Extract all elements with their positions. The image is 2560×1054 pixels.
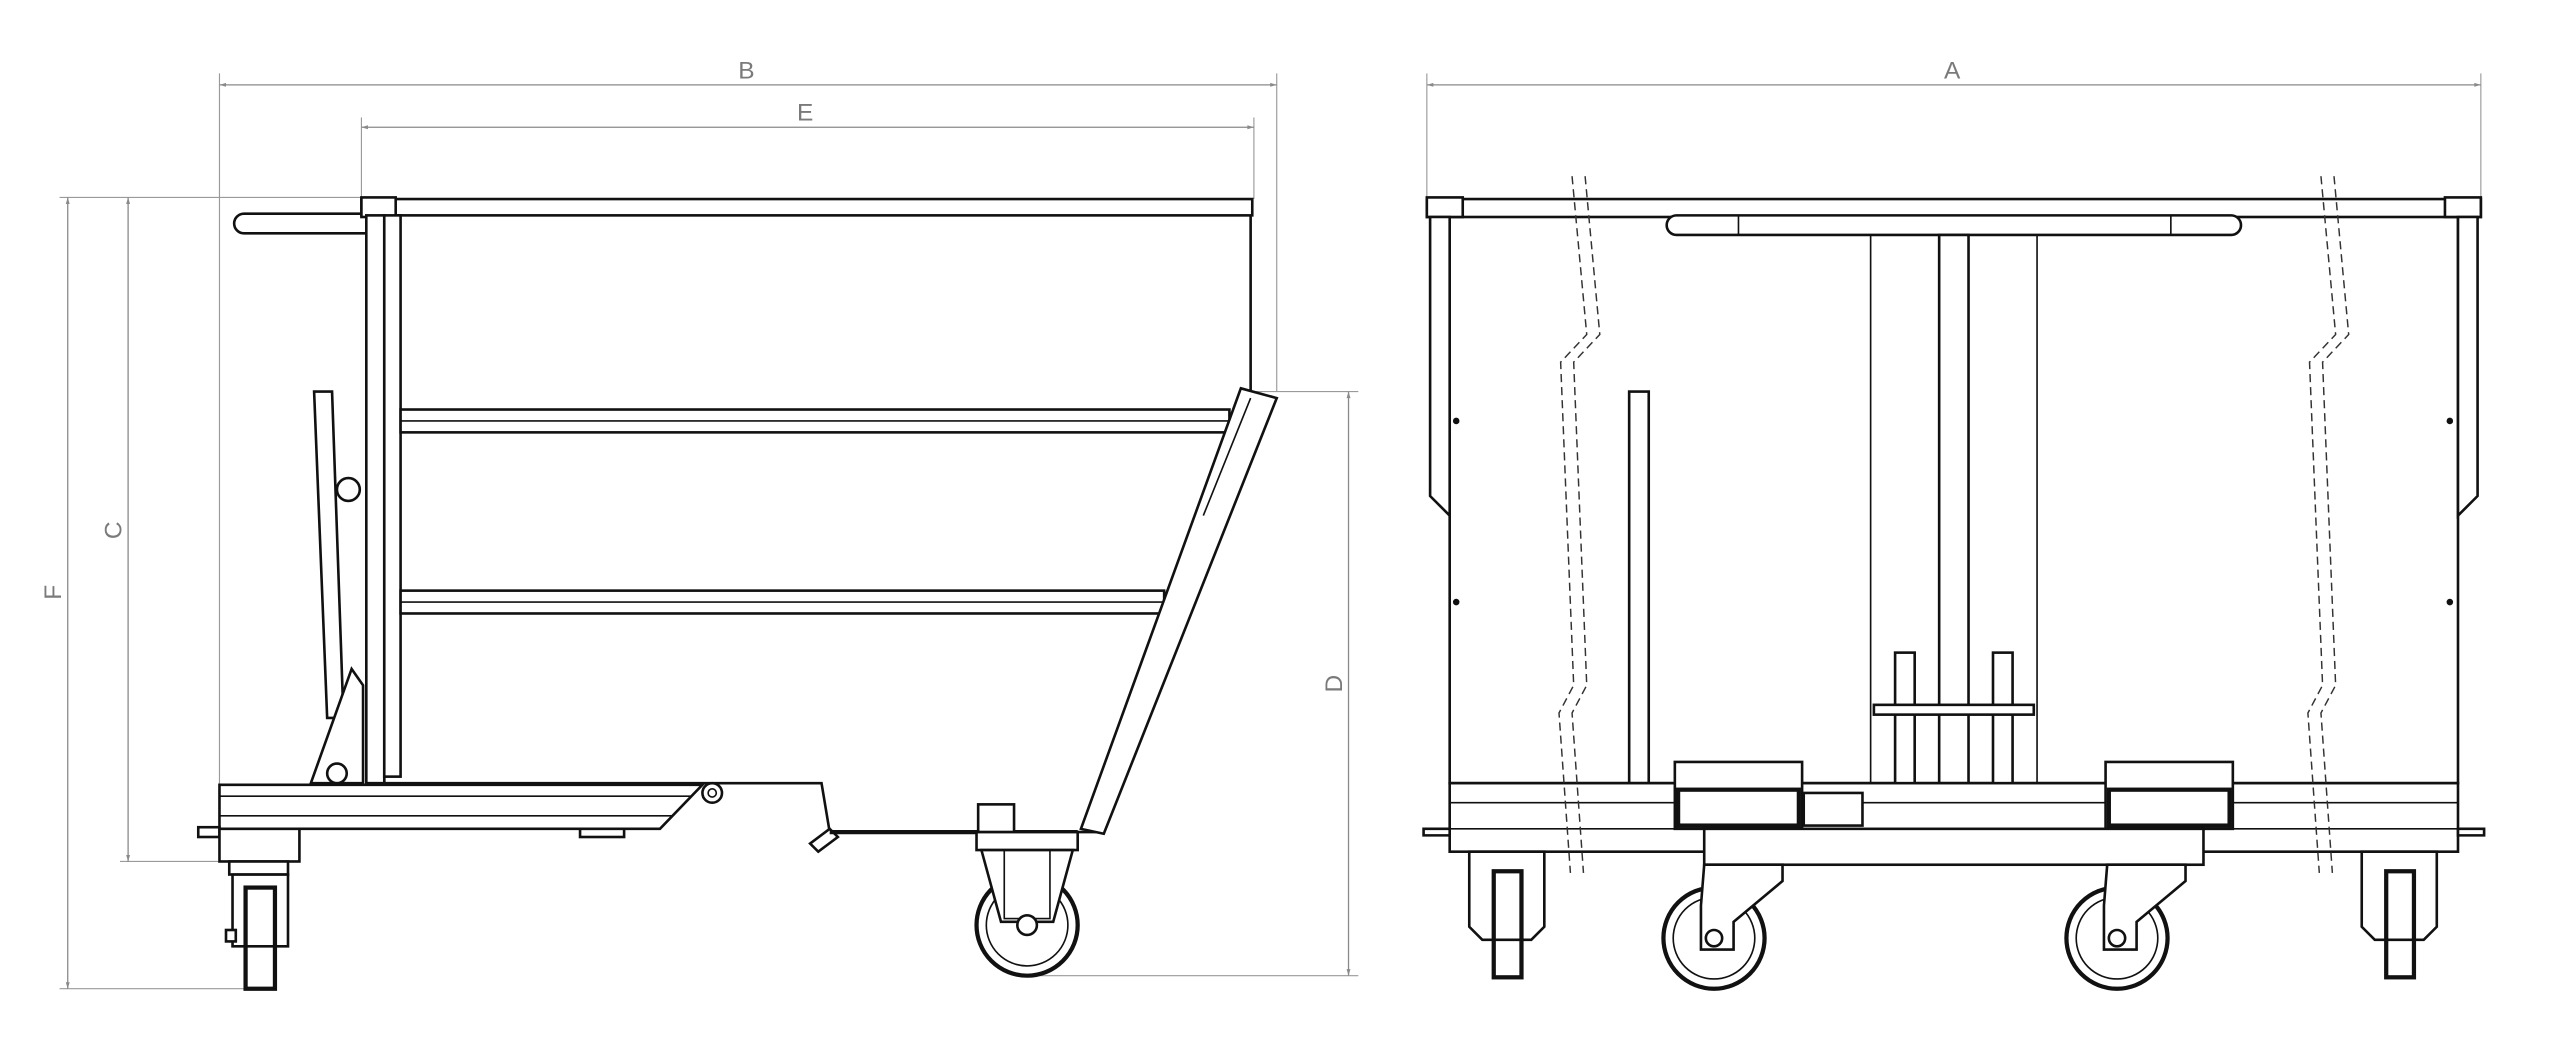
front-slant-panel: [1079, 386, 1279, 836]
dimension-label-e: E: [797, 100, 813, 127]
rear-post: [365, 214, 386, 785]
left-post: [1428, 215, 1451, 519]
base-frame: [218, 783, 706, 831]
handle: [1665, 214, 2243, 237]
center-wheel-right: [2064, 863, 2187, 991]
dimension-label-a: A: [1944, 57, 1961, 84]
center-wheel-left: [1661, 863, 1784, 991]
dimension-label-c: C: [101, 521, 128, 539]
top-rail: [360, 197, 1254, 217]
rear-caster: [218, 827, 301, 991]
dimension-label-b: B: [738, 57, 754, 84]
left-caster: [1467, 850, 1546, 980]
dimension-label-d: D: [1321, 675, 1348, 693]
dimension-label-f: F: [40, 585, 67, 600]
right-caster: [2360, 850, 2439, 980]
tipping-lever: [312, 390, 345, 720]
break-lines: [1558, 176, 2350, 873]
front-view-cart: [1422, 176, 2486, 991]
front-wheel: [974, 803, 1080, 978]
side-view-cart: [196, 196, 1279, 991]
right-post: [2456, 215, 2479, 519]
side-view-dimensions: B E F C D: [40, 57, 1359, 990]
front-view-dimensions: A: [1426, 57, 2482, 200]
